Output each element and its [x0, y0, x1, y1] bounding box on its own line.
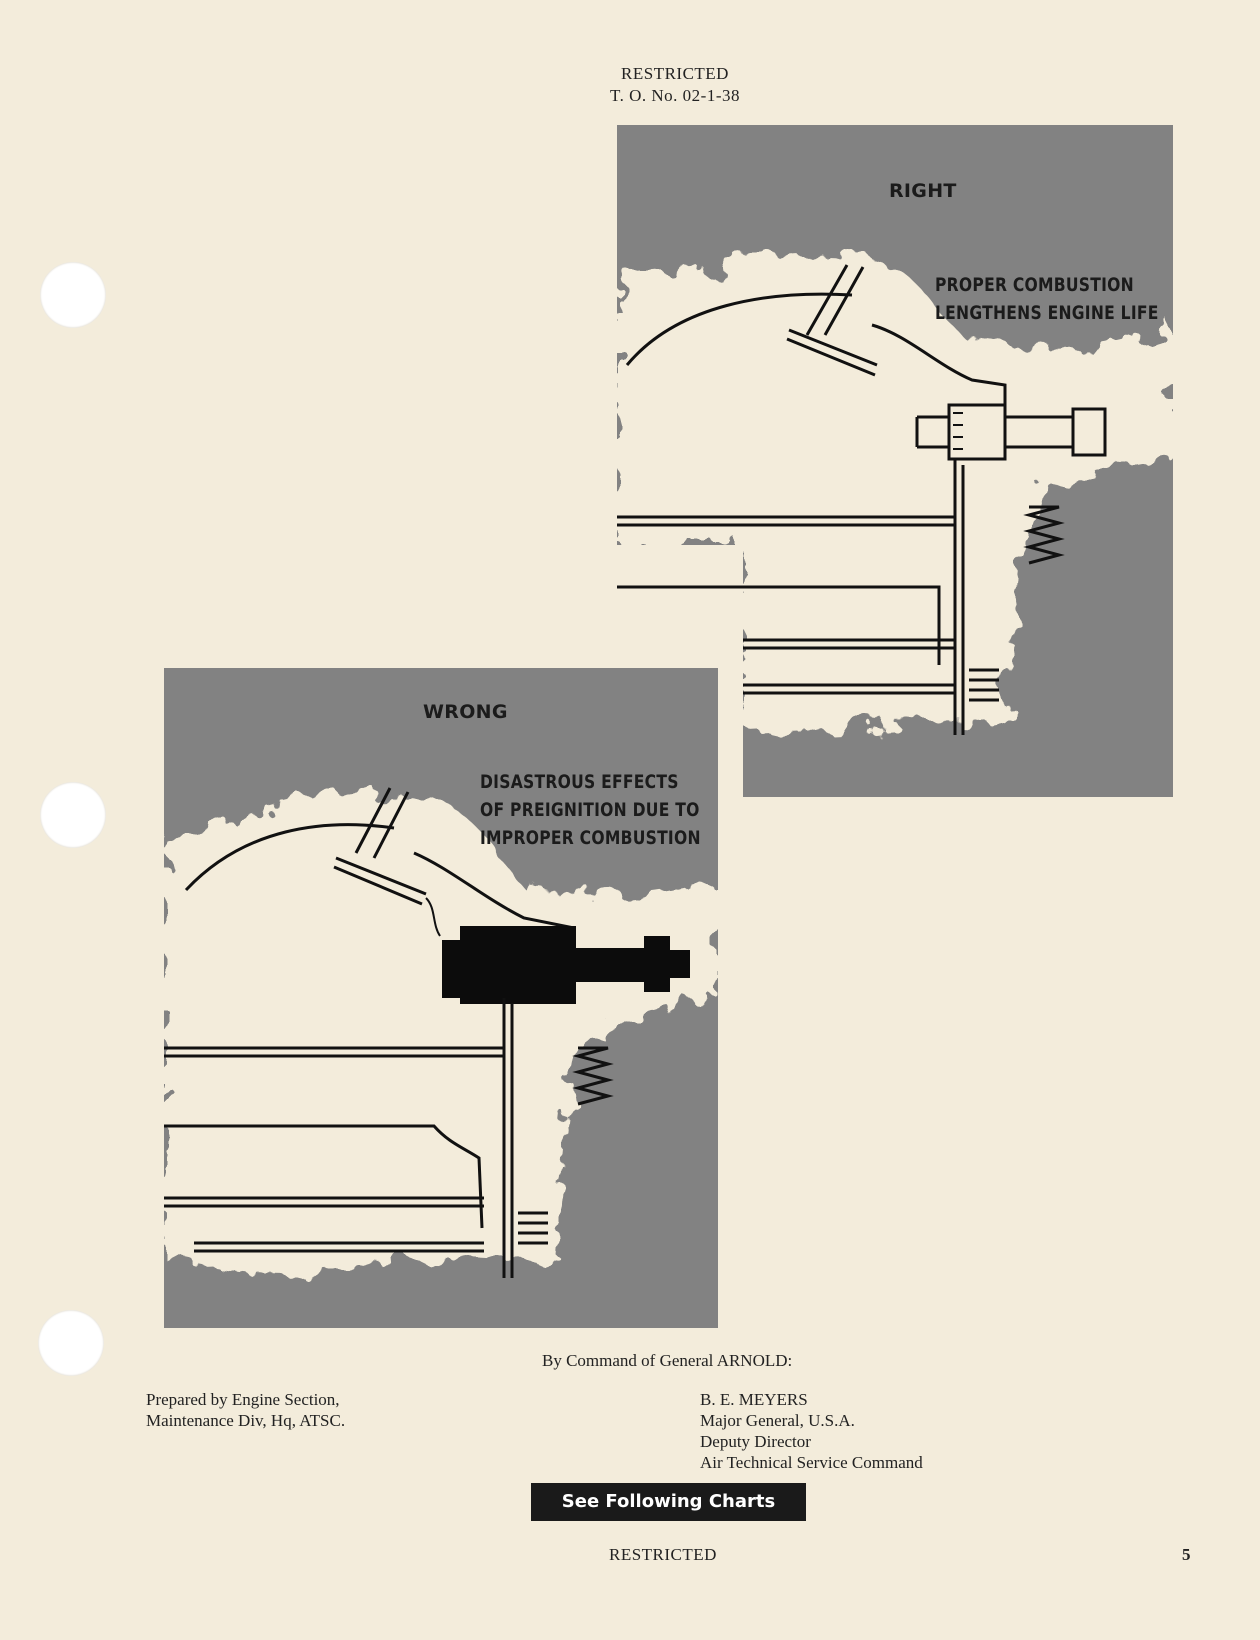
wrong-piston-top	[164, 1046, 504, 1058]
wrong-valve-seat	[333, 856, 427, 906]
wrong-chamber-dome	[184, 823, 395, 892]
right-cooling-fins-upper	[1023, 505, 1065, 565]
wrong-caption-line-2: OF PREIGNITION DUE TO	[480, 799, 700, 821]
right-spark-plug	[915, 403, 1107, 461]
right-combustion-cloud	[617, 255, 1173, 736]
prepared-by: Prepared by Engine Section, Maintenance …	[146, 1389, 345, 1431]
page-number: 5	[1182, 1545, 1191, 1564]
header-classification: RESTRICTED	[621, 64, 729, 83]
wrong-illustration	[164, 668, 718, 1328]
right-caption-line-1: PROPER COMBUSTION	[935, 274, 1134, 296]
signatory-block: B. E. MEYERS Major General, U.S.A. Deput…	[700, 1389, 923, 1473]
wrong-cooling-fins-upper	[572, 1046, 614, 1106]
wrong-illustration-drawing	[164, 668, 718, 1328]
footer-classification: RESTRICTED	[609, 1545, 717, 1564]
right-panel-label: RIGHT	[889, 180, 957, 202]
binder-hole-middle	[40, 782, 106, 848]
right-cooling-fins-lower	[969, 668, 999, 702]
wrong-piston-ring-3	[194, 1241, 484, 1253]
wrong-piston-ring-1	[164, 1124, 484, 1229]
wrong-head-edge	[413, 851, 576, 998]
signatory-rank: Major General, U.S.A.	[700, 1411, 855, 1430]
wrong-panel-caption: DISASTROUS EFFECTS OF PREIGNITION DUE TO…	[480, 768, 701, 852]
wrong-caption-line-3: IMPROPER COMBUSTION	[480, 827, 701, 849]
binder-hole-top	[40, 262, 106, 328]
wrong-panel-label: WRONG	[423, 701, 508, 723]
binder-hole-bottom	[38, 1310, 104, 1376]
wrong-head-crack	[425, 897, 441, 937]
wrong-piston-ring-2	[164, 1196, 484, 1208]
header-doc-number: T. O. No. 02-1-38	[610, 86, 740, 105]
signatory-organization: Air Technical Service Command	[700, 1453, 923, 1472]
wrong-spark-plug	[442, 926, 690, 1004]
see-following-charts-button[interactable]: See Following Charts	[531, 1483, 806, 1521]
right-panel-caption: PROPER COMBUSTION LENGTHENS ENGINE LIFE	[935, 271, 1159, 327]
wrong-caption-line-1: DISASTROUS EFFECTS	[480, 771, 679, 793]
right-chamber-dome	[625, 292, 853, 366]
right-piston-ring-2	[743, 638, 955, 650]
right-head-edge	[871, 323, 1007, 455]
right-valve-stem	[805, 264, 865, 336]
right-piston-ring-3	[743, 683, 955, 695]
wrong-cooling-fins-lower	[518, 1211, 548, 1245]
signatory-name: B. E. MEYERS	[700, 1390, 808, 1409]
right-illustration	[617, 125, 1173, 797]
right-cylinder-wall	[953, 460, 965, 735]
prepared-by-line-2: Maintenance Div, Hq, ATSC.	[146, 1411, 346, 1430]
right-caption-line-2: LENGTHENS ENGINE LIFE	[935, 302, 1159, 324]
wrong-cylinder-wall	[502, 998, 514, 1278]
right-piston-top	[617, 515, 955, 527]
wrong-combustion-cloud	[164, 792, 718, 1275]
command-line: By Command of General ARNOLD:	[542, 1351, 793, 1370]
wrong-valve-stem	[354, 787, 410, 859]
signatory-title: Deputy Director	[700, 1432, 811, 1451]
prepared-by-line-1: Prepared by Engine Section,	[146, 1390, 340, 1409]
right-valve-seat	[786, 328, 878, 377]
right-illustration-drawing	[617, 125, 1173, 797]
